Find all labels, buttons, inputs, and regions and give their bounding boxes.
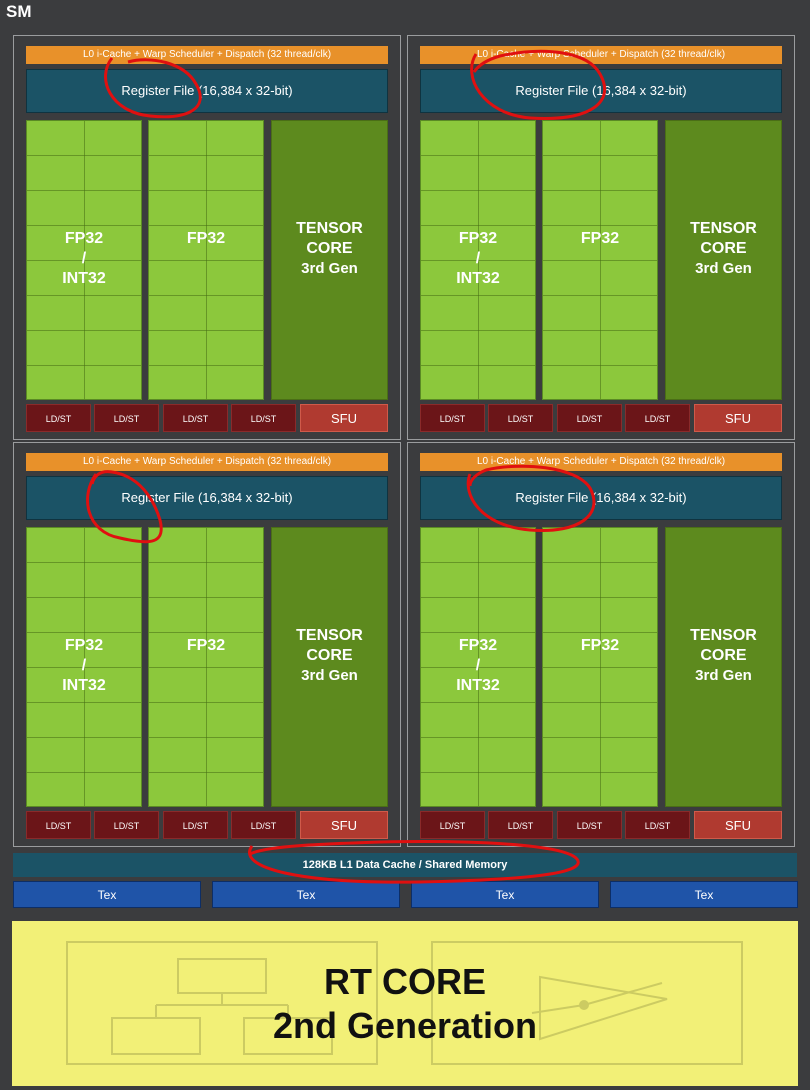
fp32-int32-label-line: / [475, 657, 481, 674]
register-file: Register File (16,384 x 32-bit) [420, 69, 782, 113]
rt-core-background-graphic [66, 941, 743, 1065]
rt-core-generation: 2nd Generation [272, 1005, 538, 1046]
tensor-core: TENSOR CORE 3rd Gen [665, 120, 782, 400]
processing-block: L0 i-Cache + Warp Scheduler + Dispatch (… [407, 35, 795, 440]
fp32-int32-label-line: INT32 [62, 270, 106, 287]
fp32-cores: FP32 [148, 527, 264, 807]
fp32-int32-label-line: FP32 [64, 637, 104, 654]
tensor-core-label-line: 3rd Gen [695, 667, 752, 684]
fp32-int32-label-line: INT32 [456, 270, 500, 287]
fp32-int32-cores: FP32 / INT32 [26, 527, 142, 807]
tensor-core: TENSOR CORE 3rd Gen [665, 527, 782, 807]
tensor-core-label-line: 3rd Gen [301, 260, 358, 277]
ld-st-unit: LD/ST [94, 811, 159, 839]
ld-st-unit: LD/ST [557, 811, 622, 839]
rt-core-title: RT CORE [324, 961, 486, 1002]
sfu-unit: SFU [300, 404, 388, 432]
l1-data-cache: 128KB L1 Data Cache / Shared Memory [13, 853, 797, 877]
tex-unit: Tex [411, 881, 599, 908]
fp32-label: FP32 [186, 637, 226, 654]
sm-label: SM [6, 2, 32, 21]
tensor-core-label-line: TENSOR [296, 627, 363, 644]
tensor-core-label-line: 3rd Gen [695, 260, 752, 277]
processing-block: L0 i-Cache + Warp Scheduler + Dispatch (… [13, 35, 401, 440]
fp32-int32-label-line: INT32 [456, 677, 500, 694]
fp32-cores: FP32 [542, 527, 658, 807]
register-file: Register File (16,384 x 32-bit) [420, 476, 782, 520]
ld-st-unit: LD/ST [163, 811, 228, 839]
fp32-cores: FP32 [148, 120, 264, 400]
fp32-int32-cores: FP32 / INT32 [420, 120, 536, 400]
fp32-int32-cores: FP32 / INT32 [26, 120, 142, 400]
fp32-int32-cores: FP32 / INT32 [420, 527, 536, 807]
l0-icache-warp-scheduler: L0 i-Cache + Warp Scheduler + Dispatch (… [26, 46, 388, 64]
tensor-core: TENSOR CORE 3rd Gen [271, 527, 388, 807]
l0-icache-warp-scheduler: L0 i-Cache + Warp Scheduler + Dispatch (… [26, 453, 388, 471]
l0-icache-warp-scheduler: L0 i-Cache + Warp Scheduler + Dispatch (… [420, 453, 782, 471]
ld-st-unit: LD/ST [26, 811, 91, 839]
fp32-int32-label-line: FP32 [458, 230, 498, 247]
tensor-core-label-line: CORE [306, 240, 353, 257]
fp32-label: FP32 [186, 230, 226, 247]
tensor-core-label-line: TENSOR [690, 220, 757, 237]
register-file: Register File (16,384 x 32-bit) [26, 476, 388, 520]
ld-st-unit: LD/ST [163, 404, 228, 432]
tensor-core-label-line: CORE [700, 240, 747, 257]
processing-block: L0 i-Cache + Warp Scheduler + Dispatch (… [13, 442, 401, 847]
rt-core-block: RT CORE 2nd Generation [12, 921, 798, 1086]
fp32-int32-label-line: FP32 [458, 637, 498, 654]
tensor-core-label-line: CORE [700, 647, 747, 664]
fp32-label: FP32 [580, 230, 620, 247]
sfu-unit: SFU [300, 811, 388, 839]
tex-unit: Tex [13, 881, 201, 908]
ld-st-unit: LD/ST [488, 404, 553, 432]
ld-st-unit: LD/ST [557, 404, 622, 432]
processing-block: L0 i-Cache + Warp Scheduler + Dispatch (… [407, 442, 795, 847]
tensor-core: TENSOR CORE 3rd Gen [271, 120, 388, 400]
fp32-label: FP32 [580, 637, 620, 654]
register-file: Register File (16,384 x 32-bit) [26, 69, 388, 113]
tex-unit: Tex [212, 881, 400, 908]
fp32-int32-label-line: / [81, 657, 87, 674]
ld-st-unit: LD/ST [625, 811, 690, 839]
fp32-cores: FP32 [542, 120, 658, 400]
tensor-core-label-line: CORE [306, 647, 353, 664]
ld-st-unit: LD/ST [231, 811, 296, 839]
ld-st-unit: LD/ST [26, 404, 91, 432]
tex-unit: Tex [610, 881, 798, 908]
ld-st-unit: LD/ST [625, 404, 690, 432]
ld-st-unit: LD/ST [420, 811, 485, 839]
tensor-core-label-line: TENSOR [296, 220, 363, 237]
ld-st-unit: LD/ST [94, 404, 159, 432]
fp32-int32-label-line: FP32 [64, 230, 104, 247]
tensor-core-label-line: 3rd Gen [301, 667, 358, 684]
fp32-int32-label-line: / [475, 250, 481, 267]
tensor-core-label-line: TENSOR [690, 627, 757, 644]
fp32-int32-label-line: INT32 [62, 677, 106, 694]
sfu-unit: SFU [694, 404, 782, 432]
fp32-int32-label-line: / [81, 250, 87, 267]
ld-st-unit: LD/ST [420, 404, 485, 432]
ld-st-unit: LD/ST [231, 404, 296, 432]
l0-icache-warp-scheduler: L0 i-Cache + Warp Scheduler + Dispatch (… [420, 46, 782, 64]
ld-st-unit: LD/ST [488, 811, 553, 839]
sfu-unit: SFU [694, 811, 782, 839]
